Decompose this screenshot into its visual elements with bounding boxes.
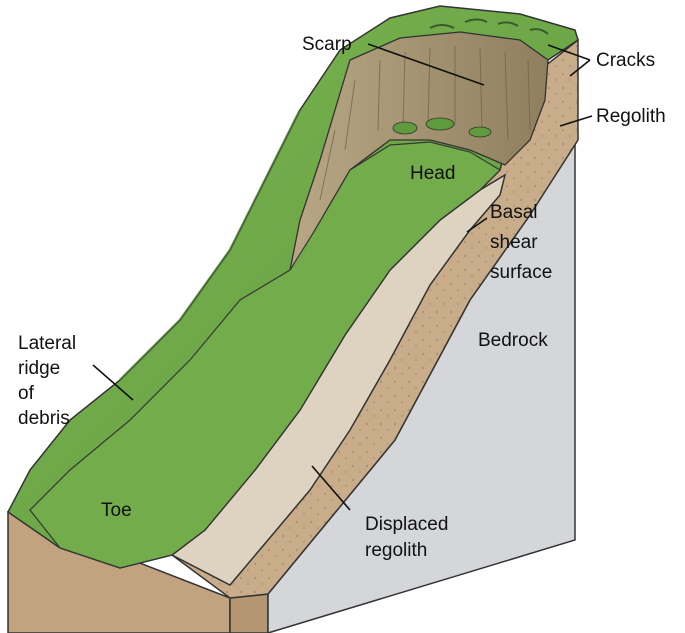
cracks-leader-2 bbox=[569, 59, 591, 77]
head-block bbox=[29, 141, 501, 569]
displaced-label-line1: Displaced bbox=[365, 514, 448, 535]
regolith-label: Regolith bbox=[596, 106, 666, 127]
regolith-front-face-lower bbox=[229, 593, 269, 633]
lateral-label-line4: debris bbox=[18, 408, 70, 429]
scarp-label: Scarp bbox=[302, 34, 352, 55]
lateral-label-line1: Lateral bbox=[18, 333, 76, 354]
lateral-label-line2: ridge bbox=[18, 358, 60, 379]
toe-label: Toe bbox=[101, 500, 132, 521]
displaced-label-line2: regolith bbox=[365, 540, 427, 561]
head-label: Head bbox=[410, 163, 455, 184]
bedrock-label: Bedrock bbox=[478, 330, 548, 351]
displaced-leader bbox=[311, 465, 351, 511]
regolith-leader bbox=[559, 115, 593, 127]
basal-leader bbox=[466, 217, 488, 233]
basal-label-line1: Basal bbox=[490, 202, 538, 223]
lateral-leader bbox=[92, 364, 134, 401]
scarp-leader bbox=[367, 43, 485, 86]
basal-label-line2: shear bbox=[490, 232, 538, 253]
scarp-face bbox=[288, 31, 549, 272]
cracks-label: Cracks bbox=[596, 50, 655, 71]
lateral-label-line3: of bbox=[18, 383, 35, 404]
basal-label-line3: surface bbox=[490, 262, 552, 283]
cracks-leader-1 bbox=[547, 44, 591, 61]
cracks-marks bbox=[429, 18, 549, 35]
